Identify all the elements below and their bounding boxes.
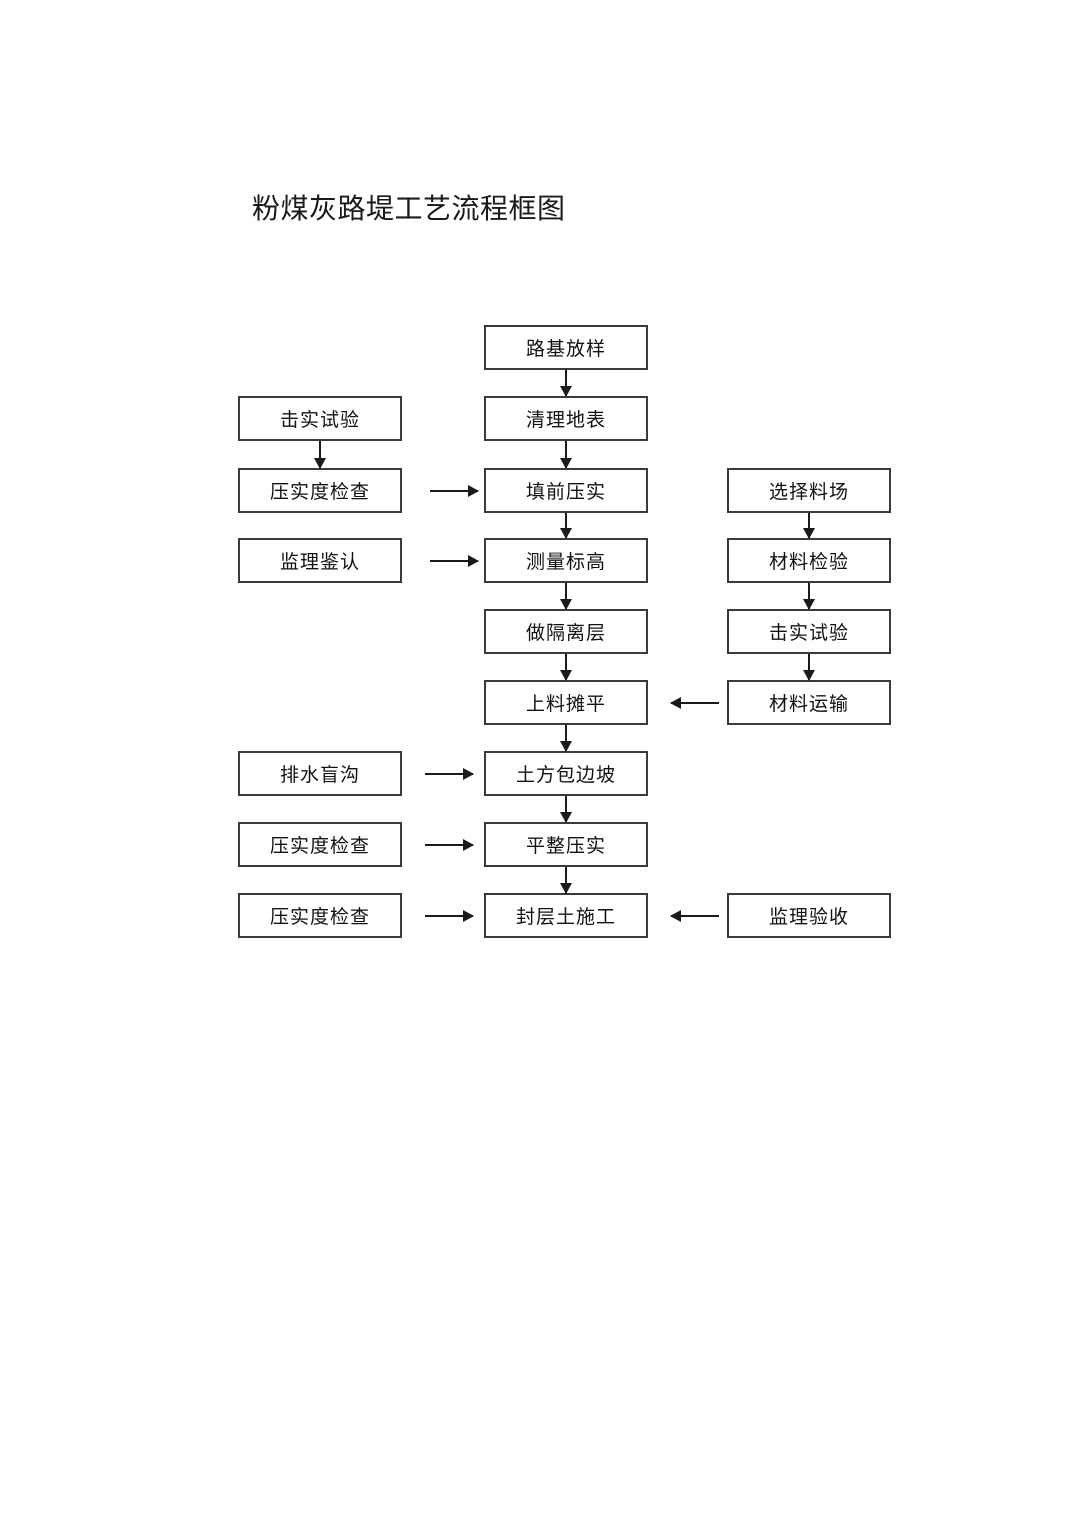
arrow-right-yashidu2-to-pingzheng	[425, 839, 474, 851]
arrow-down-tianqian-to-celiang	[560, 513, 572, 539]
arrow-right-jianren-to-celiang	[430, 555, 479, 567]
arrow-right-manggou-to-tufang	[425, 768, 474, 780]
node-fengcengtu-shigong[interactable]: 封层土施工	[484, 893, 648, 938]
node-jianli-jianren[interactable]: 监理鉴认	[238, 538, 402, 583]
arrow-down-jishi-to-yashidu	[314, 441, 326, 469]
arrow-left-jianliyanshou-to-fengcengtu	[670, 910, 719, 922]
arrow-right-yashidu3-to-fengcengtu	[425, 910, 474, 922]
arrow-down-shangliao-to-tufang	[560, 725, 572, 752]
arrow-left-cailiaoyunshu-to-shangliao	[670, 697, 719, 709]
node-yashidu-jiancha-2[interactable]: 压实度检查	[238, 822, 402, 867]
node-pingzheng-yashi[interactable]: 平整压实	[484, 822, 648, 867]
node-jishi-shiyan-right[interactable]: 击实试验	[727, 609, 891, 654]
node-celiang-biaogao[interactable]: 测量标高	[484, 538, 648, 583]
node-jianli-yanshou[interactable]: 监理验收	[727, 893, 891, 938]
node-paishui-manggou[interactable]: 排水盲沟	[238, 751, 402, 796]
arrow-down-luji-to-qingli	[560, 370, 572, 397]
node-luji-fangyang[interactable]: 路基放样	[484, 325, 648, 370]
arrow-right-yashidu-to-tianqian	[430, 485, 479, 497]
arrow-down-cailiaojianyan-to-jishi	[803, 583, 815, 610]
arrow-down-celiang-to-geli	[560, 583, 572, 610]
arrow-down-xuanze-to-cailiaojianyan	[803, 513, 815, 539]
arrow-down-geli-to-shangliao	[560, 654, 572, 681]
node-jishi-shiyan-left[interactable]: 击实试验	[238, 396, 402, 441]
arrow-down-qingli-to-tianqian	[560, 441, 572, 469]
arrow-down-jishi-to-cailiaoyunshu	[803, 654, 815, 681]
node-shangliao-tanping[interactable]: 上料摊平	[484, 680, 648, 725]
node-tufang-baobianpo[interactable]: 土方包边坡	[484, 751, 648, 796]
page-title: 粉煤灰路堤工艺流程框图	[252, 192, 566, 225]
node-xuanze-liaochang[interactable]: 选择料场	[727, 468, 891, 513]
arrow-down-tufang-to-pingzheng	[560, 796, 572, 823]
node-zuo-gelicheng[interactable]: 做隔离层	[484, 609, 648, 654]
node-yashidu-jiancha-3[interactable]: 压实度检查	[238, 893, 402, 938]
node-cailiao-yunshu[interactable]: 材料运输	[727, 680, 891, 725]
node-tianqian-yashi[interactable]: 填前压实	[484, 468, 648, 513]
node-yashidu-jiancha-1[interactable]: 压实度检查	[238, 468, 402, 513]
node-cailiao-jianyan[interactable]: 材料检验	[727, 538, 891, 583]
node-qingli-dibiao[interactable]: 清理地表	[484, 396, 648, 441]
arrow-down-pingzheng-to-fengcengtu	[560, 867, 572, 894]
